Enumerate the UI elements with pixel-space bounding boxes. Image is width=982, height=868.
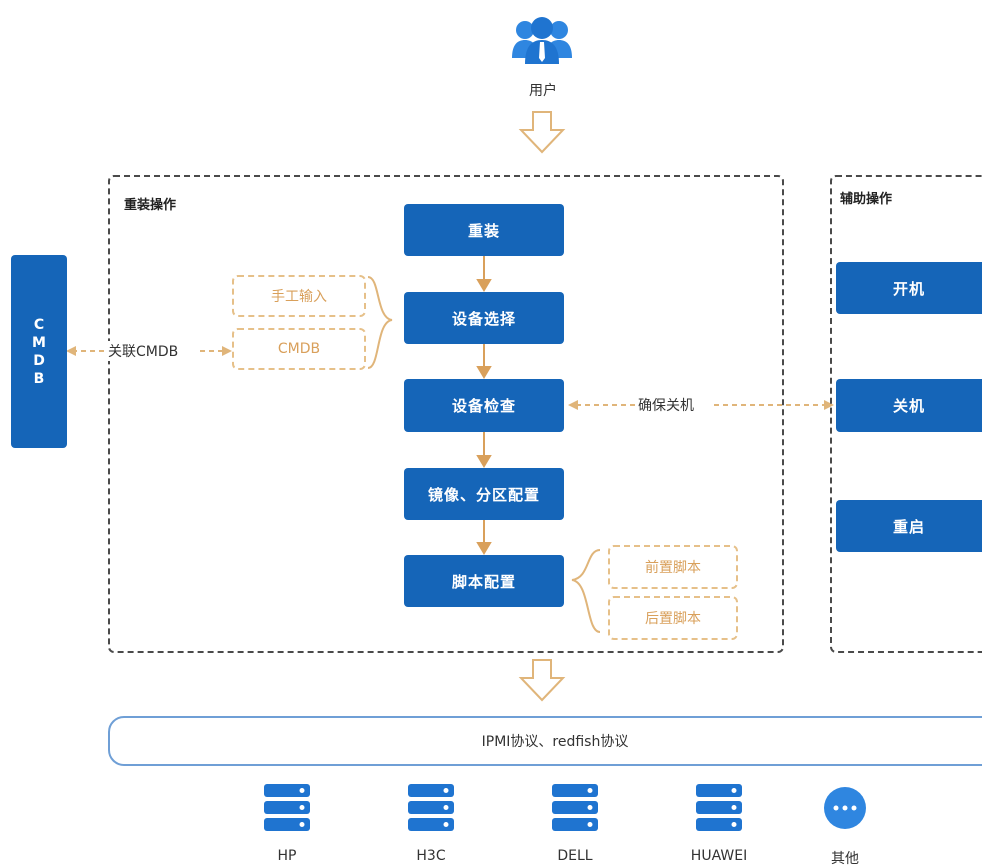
vendor-dell[interactable]: DELL [520, 784, 630, 868]
step-reinstall[interactable]: 重装 [404, 204, 564, 256]
server-icon [552, 784, 598, 831]
source-manual-input[interactable]: 手工输入 [232, 275, 366, 317]
server-icon [264, 784, 310, 831]
server-icon [696, 784, 742, 831]
vendor-h3c[interactable]: H3C [376, 784, 486, 868]
cmdb-letter: D [33, 352, 45, 369]
step-image-partition-config[interactable]: 镜像、分区配置 [404, 468, 564, 520]
vendor-label: HP [277, 848, 297, 864]
brace-connector [367, 276, 393, 369]
reinstall-operations-group [108, 175, 784, 653]
protocol-bar: IPMI协议、redfish协议 [108, 716, 982, 766]
vendor-other[interactable]: 其他 [790, 784, 900, 868]
vendor-label: H3C [416, 848, 446, 864]
cmdb-letter: B [33, 370, 45, 387]
user-group-icon [510, 14, 574, 66]
reinstall-group-title: 重装操作 [124, 198, 177, 213]
step-device-select[interactable]: 设备选择 [404, 292, 564, 344]
cmdb-link-label: 关联CMDB [108, 341, 179, 361]
script-post[interactable]: 后置脚本 [608, 596, 738, 640]
vendor-hp[interactable]: HP [232, 784, 342, 868]
cmdb-letter: C [33, 316, 45, 333]
ensure-shutdown-label: 确保关机 [638, 395, 694, 415]
vendor-huawei[interactable]: HUAWEI [664, 784, 774, 868]
aux-group-title: 辅助操作 [840, 192, 893, 207]
action-power-off[interactable]: 关机 [836, 379, 982, 432]
step-device-check[interactable]: 设备检查 [404, 379, 564, 432]
hollow-arrow-down-icon [518, 111, 566, 154]
brace-connector [571, 549, 601, 633]
hollow-arrow-down-icon [518, 659, 566, 702]
cmdb-letter: M [32, 334, 46, 351]
step-script-config[interactable]: 脚本配置 [404, 555, 564, 607]
vendor-label: DELL [557, 848, 593, 864]
vendor-label: HUAWEI [690, 848, 748, 864]
more-icon [824, 787, 866, 829]
server-icon [408, 784, 454, 831]
user-label: 用户 [526, 80, 560, 100]
source-cmdb[interactable]: CMDB [232, 328, 366, 370]
action-power-on[interactable]: 开机 [836, 262, 982, 314]
auxiliary-operations-group [830, 175, 982, 653]
script-pre[interactable]: 前置脚本 [608, 545, 738, 589]
vendor-label: 其他 [831, 851, 859, 867]
cmdb-panel[interactable]: C M D B [11, 255, 67, 448]
action-restart[interactable]: 重启 [836, 500, 982, 552]
